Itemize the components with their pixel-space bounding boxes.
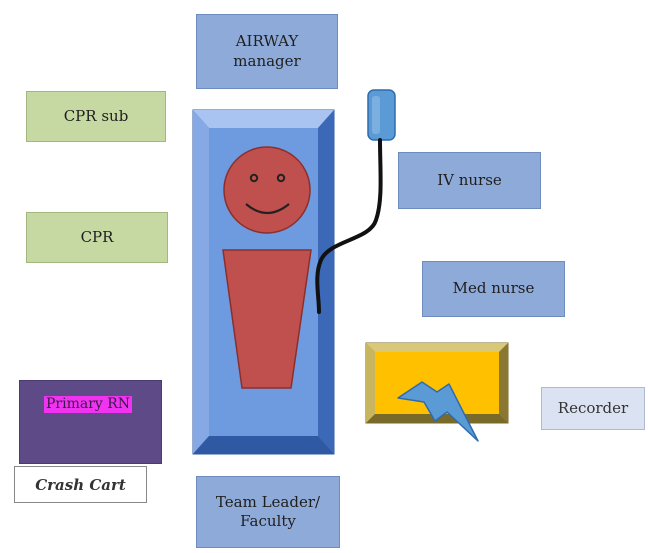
cpr-box: CPR (26, 212, 168, 263)
airway-label-line1: AIRWAY (235, 32, 299, 50)
iv-bag-icon (367, 89, 396, 141)
cpr-sub-box: CPR sub (26, 91, 166, 142)
recorder-label: Recorder (557, 398, 629, 417)
cpr-sub-label: CPR sub (63, 106, 129, 125)
team-leader-label-line1: Team Leader/ (215, 492, 321, 511)
patient-figure-icon (222, 146, 312, 389)
iv-nurse-box: IV nurse (398, 152, 541, 209)
primary-rn-box: Primary RN (19, 380, 162, 464)
iv-nurse-label: IV nurse (437, 170, 502, 189)
med-nurse-box: Med nurse (422, 261, 565, 317)
med-nurse-label: Med nurse (452, 279, 535, 298)
primary-rn-label: Primary RN (44, 396, 133, 413)
lightning-bolt-icon (397, 381, 479, 442)
crash-cart-label: Crash Cart (35, 475, 126, 494)
iv-line-icon (315, 138, 383, 314)
cpr-label: CPR (80, 227, 114, 246)
team-leader-label-line2: Faculty (240, 512, 296, 530)
recorder-box: Recorder (541, 387, 645, 430)
airway-label-line2: manager (233, 51, 301, 70)
airway-manager-box: AIRWAY manager (196, 14, 338, 89)
crash-cart-box: Crash Cart (14, 466, 147, 503)
team-leader-box: Team Leader/ Faculty (196, 476, 340, 548)
